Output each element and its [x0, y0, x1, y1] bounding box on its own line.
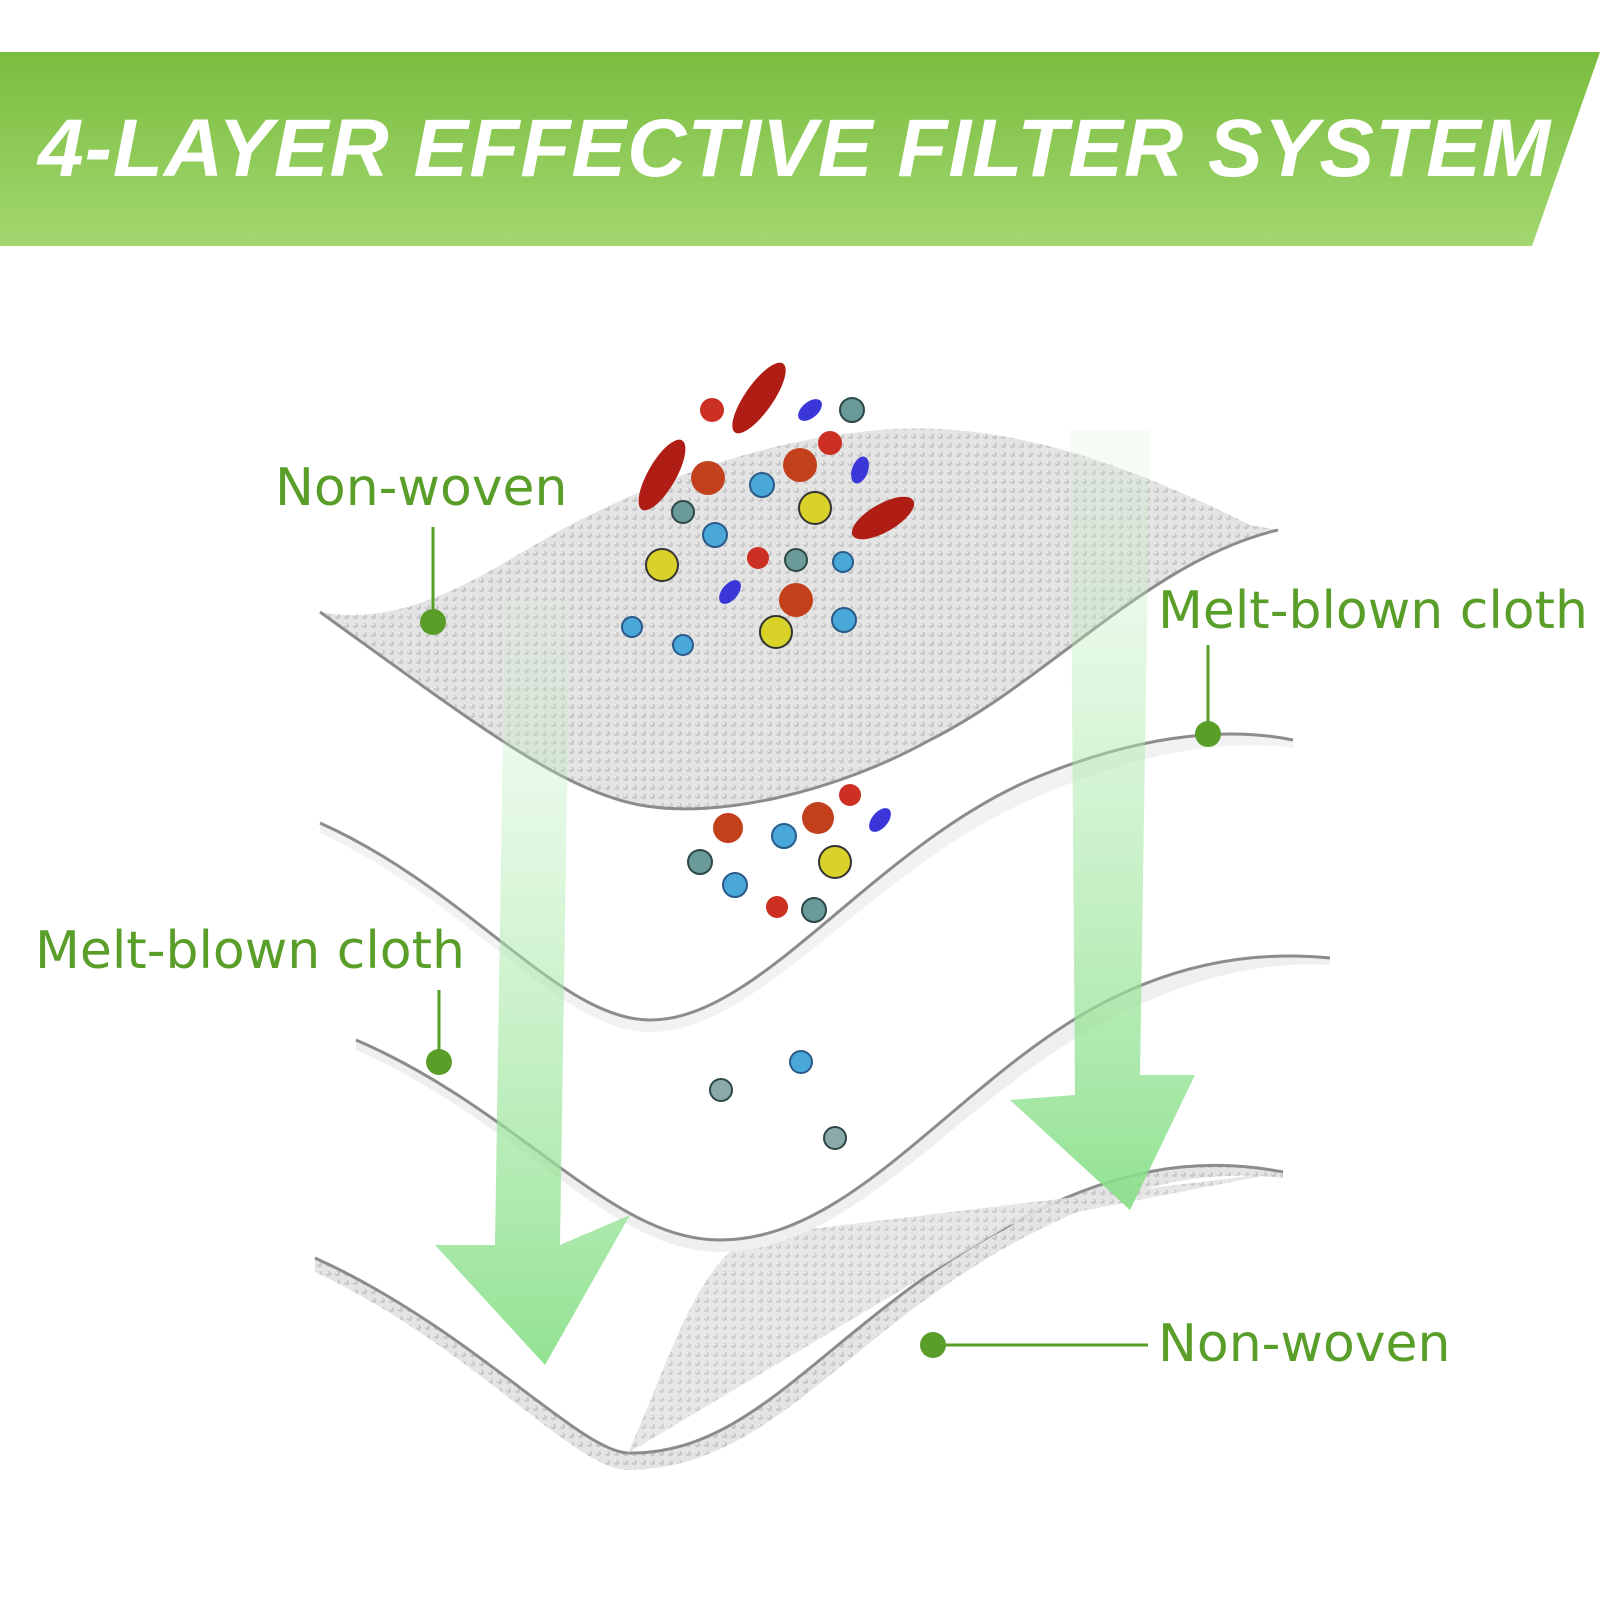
- label-melt-blown-upper: Melt-blown cloth: [1158, 581, 1588, 641]
- label-non-woven-top: Non-woven: [275, 458, 568, 518]
- downward-arrow-icon: [435, 600, 630, 1365]
- virus-bacteria-icon: [687, 784, 891, 923]
- virus-bacteria-icon: [709, 1050, 847, 1150]
- callout-melt-blown-upper: [1195, 645, 1221, 747]
- layer-non-woven-bottom: [314, 1163, 1284, 1470]
- callout-non-woven-top: [420, 527, 446, 635]
- label-melt-blown-lower: Melt-blown cloth: [35, 921, 465, 981]
- virus-bacteria-icon: [621, 362, 915, 656]
- page-title: 4-LAYER EFFECTIVE FILTER SYSTEM: [38, 103, 1552, 194]
- callout-non-woven-bottom: [920, 1332, 1148, 1358]
- downward-arrow-icon: [1010, 430, 1195, 1210]
- callout-melt-blown-lower: [426, 990, 452, 1075]
- label-non-woven-bottom: Non-woven: [1158, 1314, 1451, 1374]
- title-banner: [0, 52, 1600, 246]
